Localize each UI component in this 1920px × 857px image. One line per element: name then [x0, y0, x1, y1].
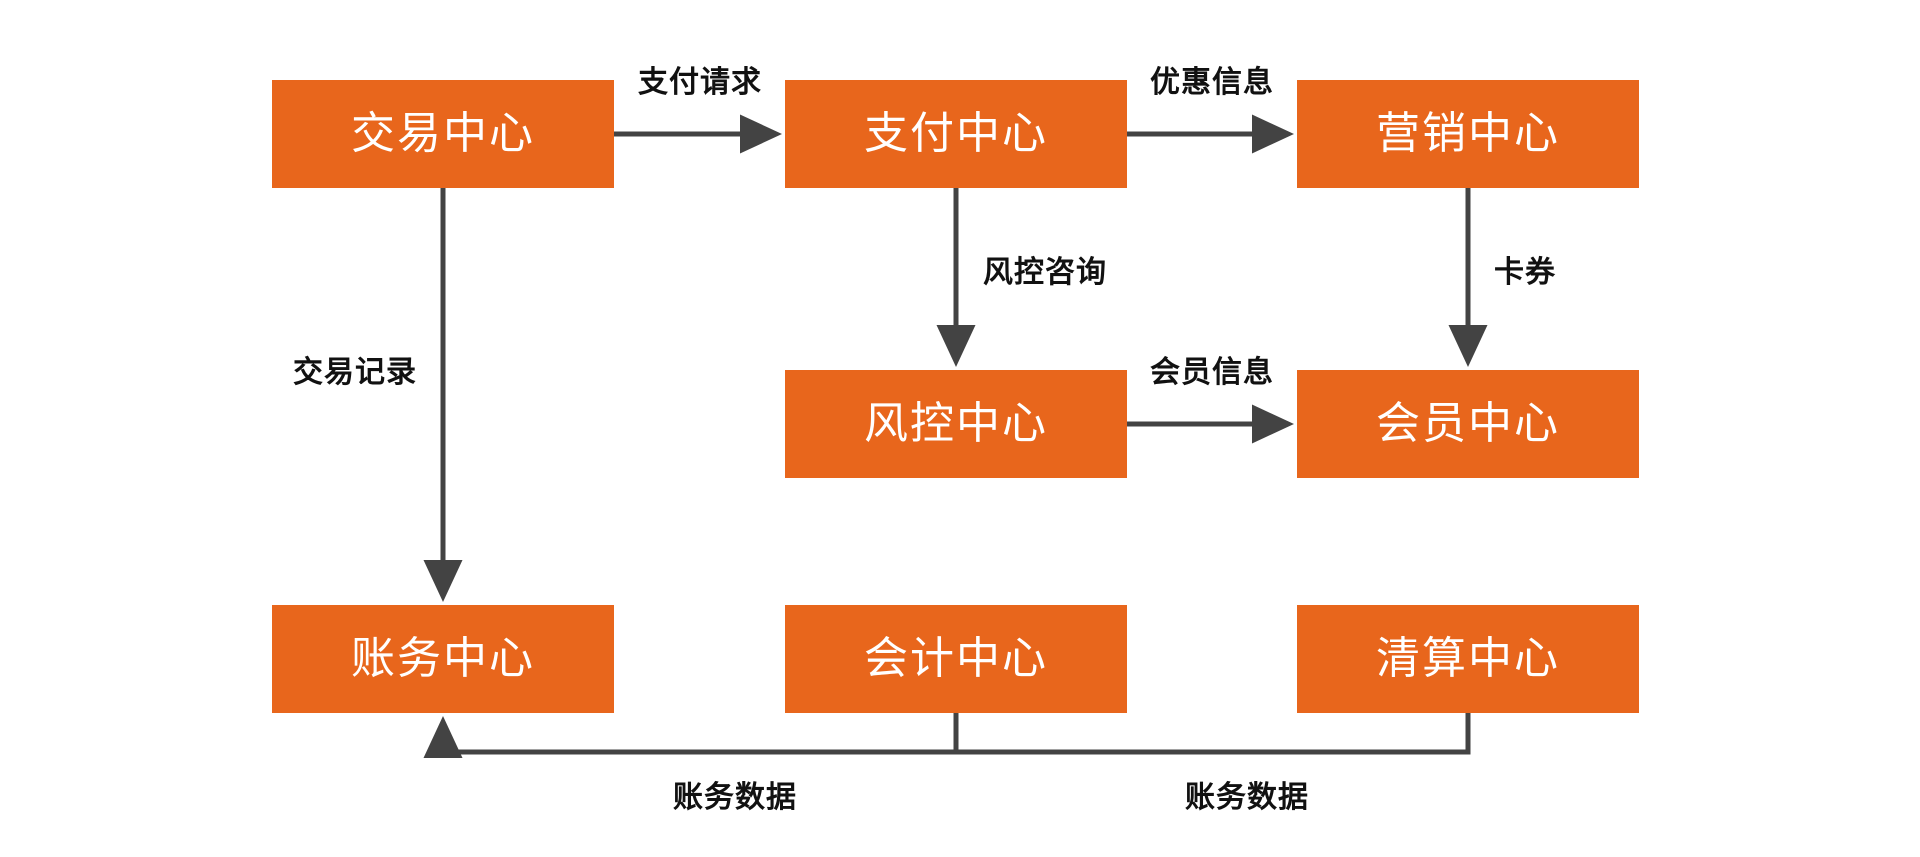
node-trade-center[interactable]: 交易中心: [272, 80, 614, 188]
node-label: 会计中心: [864, 634, 1048, 683]
node-label: 营销中心: [1376, 109, 1560, 158]
edge-label-risk-inquiry: 风控咨询: [983, 256, 1107, 289]
node-marketing-center[interactable]: 营销中心: [1297, 80, 1639, 188]
edge-label-account-data-left: 账务数据: [673, 781, 797, 814]
node-settlement-center[interactable]: 清算中心: [1297, 605, 1639, 713]
node-risk-control-center[interactable]: 风控中心: [785, 370, 1127, 478]
connector-settlement-to-accounting: [956, 713, 1471, 755]
node-label: 会员中心: [1376, 399, 1560, 448]
node-payment-center[interactable]: 支付中心: [785, 80, 1127, 188]
node-label: 支付中心: [864, 109, 1048, 158]
edge-label-account-data-right: 账务数据: [1185, 781, 1309, 814]
node-accounting-center[interactable]: 账务中心: [272, 605, 614, 713]
edge-label-payment-request: 支付请求: [638, 66, 762, 99]
node-ledger-center[interactable]: 会计中心: [785, 605, 1127, 713]
node-label: 清算中心: [1376, 634, 1560, 683]
edge-label-member-info: 会员信息: [1150, 356, 1274, 389]
node-label: 风控中心: [864, 399, 1048, 448]
node-member-center[interactable]: 会员中心: [1297, 370, 1639, 478]
connector-ledger-to-accounting: [423, 713, 959, 758]
edge-label-coupon: 卡券: [1494, 256, 1556, 289]
edge-label-transaction-record: 交易记录: [293, 356, 417, 389]
edge-label-promotion-info: 优惠信息: [1150, 66, 1274, 99]
node-label: 交易中心: [351, 109, 535, 158]
node-label: 账务中心: [351, 634, 535, 683]
